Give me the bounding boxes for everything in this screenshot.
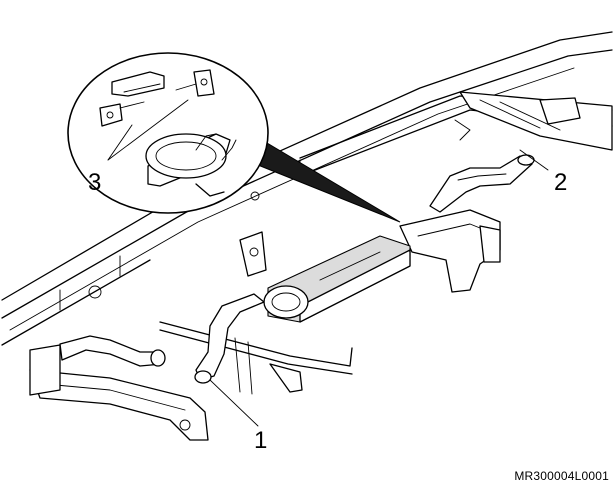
heat-shield-rail xyxy=(159,321,353,395)
rubber-isolator xyxy=(175,69,215,97)
left-frame-rail xyxy=(1,31,613,346)
right-frame-rail xyxy=(299,91,613,173)
callout-3: 3 xyxy=(88,169,101,196)
callout-1: 1 xyxy=(254,427,267,454)
figure-id: MR300004L0001 xyxy=(514,469,609,483)
callout-2: 2 xyxy=(554,169,567,196)
front-cross-member xyxy=(399,209,501,293)
rubber-isolator xyxy=(99,101,145,127)
rear-pipe xyxy=(59,335,166,367)
detail-callout-cone xyxy=(257,139,401,223)
leader-lines xyxy=(107,99,549,427)
front-exhaust-pipe xyxy=(429,154,535,213)
hanger-bracket xyxy=(239,231,267,277)
muffler xyxy=(263,235,411,323)
rear-cross-member xyxy=(29,344,209,441)
tail-pipe xyxy=(194,293,265,384)
detail-inset xyxy=(67,52,269,214)
